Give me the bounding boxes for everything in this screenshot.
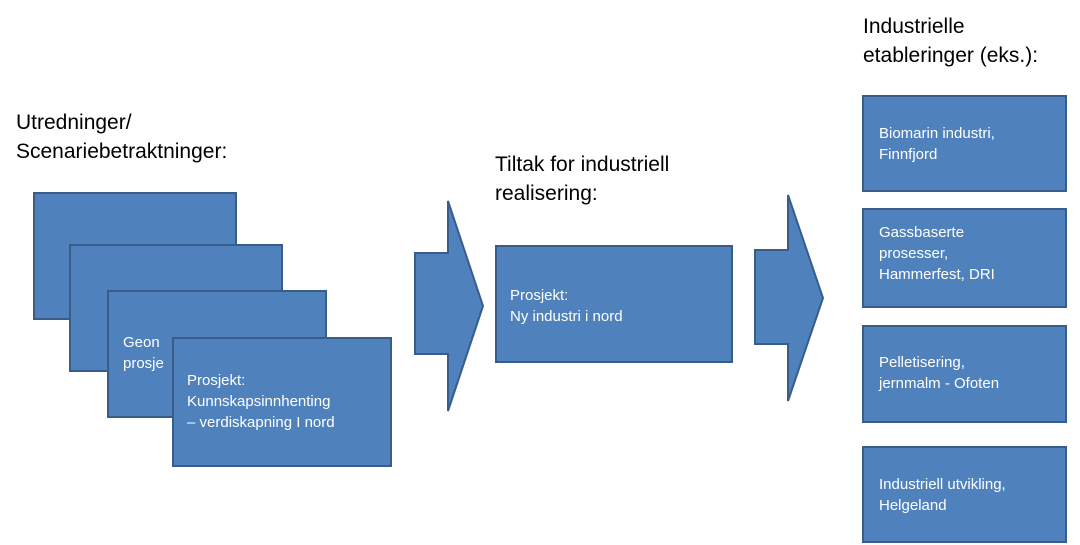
left-column-heading: Utredninger/ Scenariebetraktninger: <box>16 108 227 166</box>
stacked-card-partial-label-line-2: prosje <box>123 355 164 372</box>
arrow-right-icon-1 <box>414 200 485 412</box>
middle-project-label-line-2: Ny industri i nord <box>510 308 623 325</box>
right-heading-line-2: etableringer (eks.): <box>863 44 1039 67</box>
front-card-label-line-1: Prosjekt: <box>187 372 246 389</box>
middle-project-label-line-1: Prosjekt: <box>510 287 569 304</box>
industry-label-line: prosesser, <box>879 245 949 262</box>
stacked-card-partial-label-line-1: Geon <box>123 334 160 351</box>
left-heading-line-1: Utredninger/ <box>16 111 132 134</box>
front-card-label-line-3: – verdiskapning I nord <box>187 414 335 431</box>
middle-column-heading: Tiltak for industriell realisering: <box>495 150 669 208</box>
right-heading-line-1: Industrielle <box>863 15 965 38</box>
industry-label-line: Helgeland <box>879 497 947 514</box>
industry-box-gassbaserte: Gassbaserte prosesser, Hammerfest, DRI <box>862 208 1067 308</box>
middle-heading-line-1: Tiltak for industriell <box>495 153 670 176</box>
industry-label-line: Hammerfest, DRI <box>879 266 995 283</box>
industry-label-line: Finnfjord <box>879 146 938 163</box>
industry-box-biomarin: Biomarin industri, Finnfjord <box>862 95 1067 192</box>
industry-label-line: Pelletisering, <box>879 354 965 371</box>
industry-label-line: Gassbaserte <box>879 224 965 241</box>
industry-label-line: Biomarin industri, <box>879 125 995 142</box>
front-card-label-line-2: Kunnskapsinnhenting <box>187 393 331 410</box>
industry-label-line: Industriell utvikling, <box>879 476 1006 493</box>
stacked-card-front: Prosjekt: Kunnskapsinnhenting – verdiska… <box>172 337 392 467</box>
industry-label-line: jernmalm - Ofoten <box>879 375 1000 392</box>
industry-box-helgeland: Industriell utvikling, Helgeland <box>862 446 1067 543</box>
middle-heading-line-2: realisering: <box>495 182 598 205</box>
right-column-heading: Industrielle etableringer (eks.): <box>863 12 1038 70</box>
arrow-right-icon-2 <box>754 194 825 402</box>
industry-box-pelletisering: Pelletisering, jernmalm - Ofoten <box>862 325 1067 423</box>
left-heading-line-2: Scenariebetraktninger: <box>16 140 228 163</box>
middle-project-box: Prosjekt: Ny industri i nord <box>495 245 733 363</box>
